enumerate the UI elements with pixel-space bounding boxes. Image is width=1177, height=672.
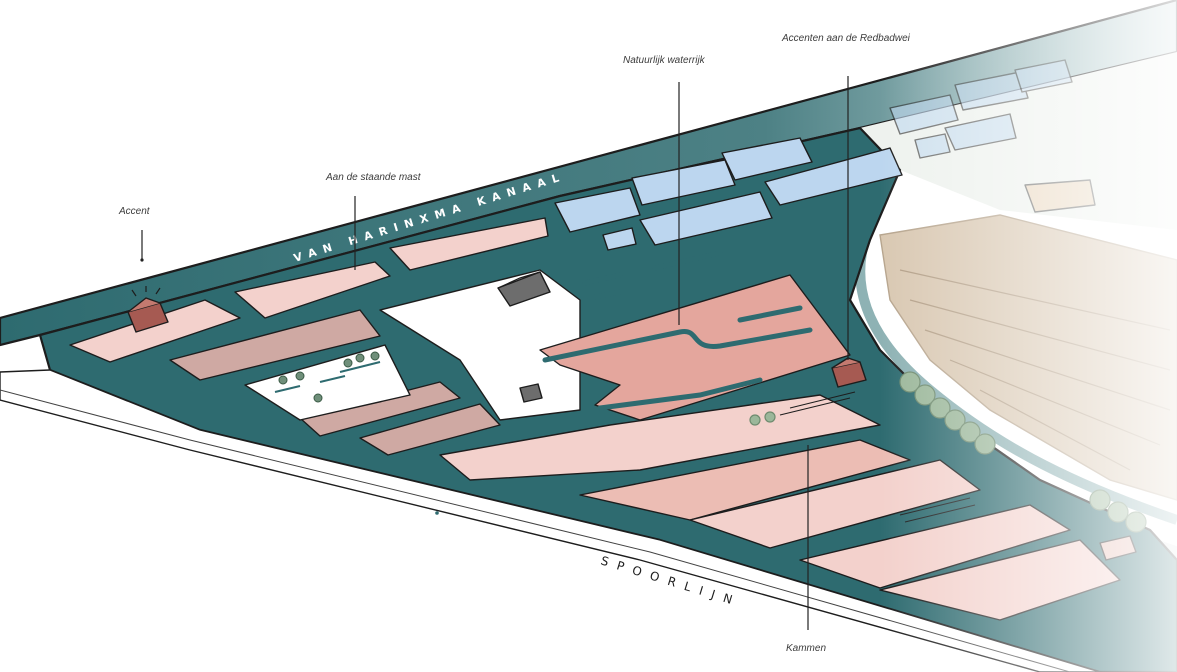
map-dot — [435, 511, 439, 515]
building-1 — [554, 187, 641, 233]
parcel-canal-3 — [389, 217, 549, 271]
tree-icon — [749, 414, 761, 426]
tree-icon — [355, 353, 365, 363]
tree-icon — [313, 393, 323, 403]
label-redbadwei: Accenten aan de Redbadwei — [781, 33, 911, 44]
label-accent: Accent — [118, 206, 151, 217]
leader-accent-dot — [140, 258, 144, 262]
barn-icon — [497, 271, 551, 307]
label-kammen: Kammen — [786, 643, 826, 654]
fade-right-overlay — [880, 0, 1177, 672]
parcel-dark-3 — [359, 403, 501, 456]
building-2 — [631, 159, 736, 206]
internal-ditches — [542, 250, 813, 411]
tree-icon — [343, 358, 353, 368]
parcel-canal-2 — [234, 261, 391, 319]
central-yard — [379, 269, 581, 421]
accent-house-icon — [127, 286, 169, 333]
orchard-parcel — [244, 344, 411, 421]
building-4 — [721, 137, 813, 181]
building-6 — [602, 227, 637, 251]
small-shed-icon — [519, 383, 543, 403]
tree-icon — [295, 371, 305, 381]
accent-house-icon — [831, 357, 867, 388]
tree-icon — [278, 375, 288, 385]
label-waterrijk: Natuurlijk waterrijk — [623, 55, 706, 66]
railway-strip — [0, 369, 1101, 672]
railway-line — [0, 389, 1071, 672]
label-staande-mast: Aan de staande mast — [325, 172, 422, 183]
orchard-trees — [278, 351, 380, 403]
tree-icon — [764, 411, 776, 423]
tree-icon — [370, 351, 380, 361]
building-3 — [639, 191, 773, 246]
orchard-rows — [274, 361, 381, 393]
parcel-dark-1 — [169, 309, 381, 381]
barn-roof-ridge — [497, 271, 541, 289]
